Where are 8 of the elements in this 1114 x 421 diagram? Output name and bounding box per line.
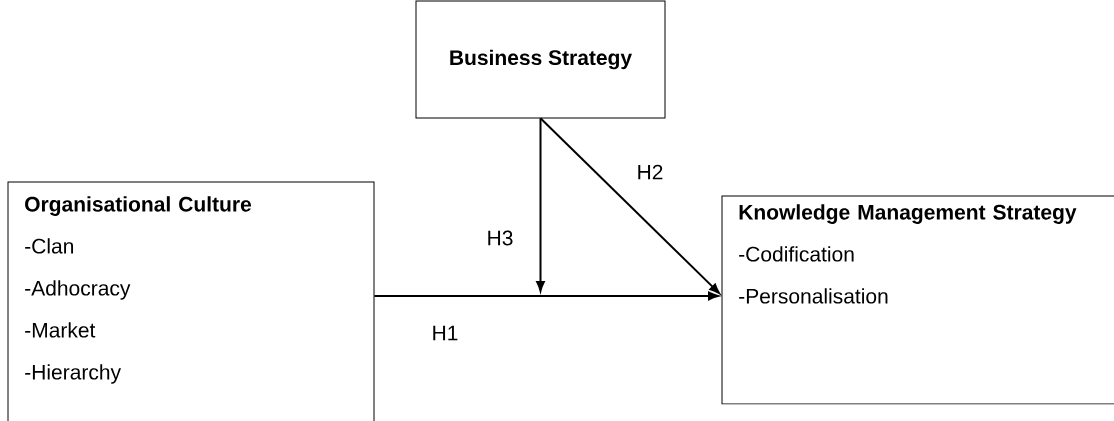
text-box: Business Strategy <box>415 0 666 119</box>
text-box: Organisational Culture -Clan -Adhocracy -Market -Hierarchy <box>7 181 375 421</box>
text-box: Knowledge Management Strategy -Codification -Personalisation <box>721 195 1114 405</box>
edge-label: H3 <box>485 229 515 247</box>
edge-label: H2 <box>635 163 665 181</box>
arrow <box>373 291 719 301</box>
edge-label: H1 <box>430 324 460 342</box>
arrow <box>539 117 720 294</box>
